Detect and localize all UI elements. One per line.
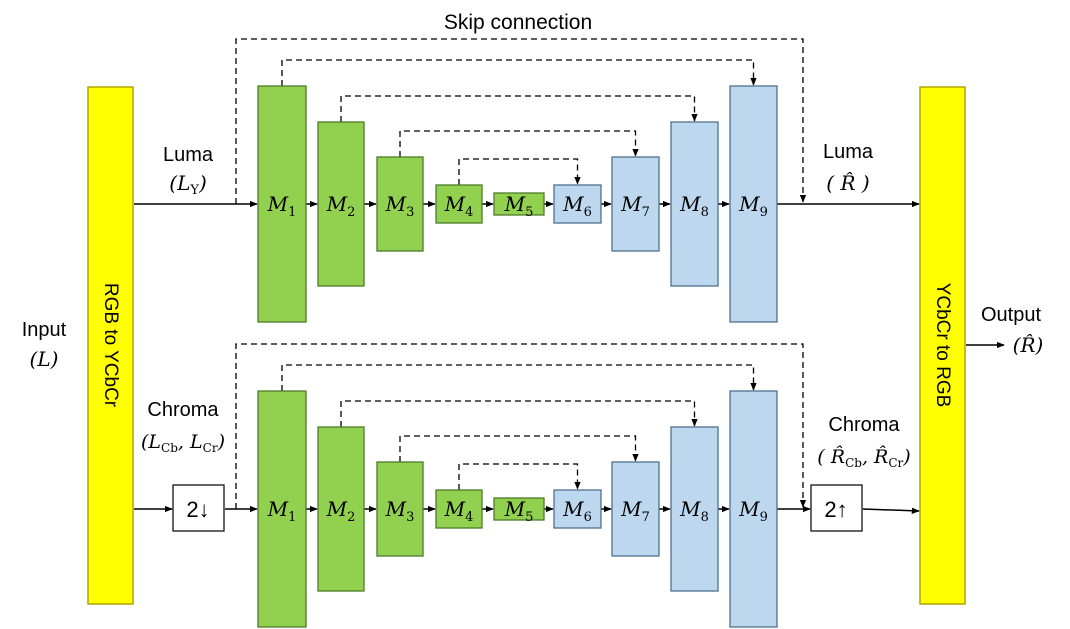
chroma-module-2 (317, 426, 365, 592)
chroma-out-label: Chroma (828, 414, 900, 436)
ycbcr-to-rgb-block (919, 86, 966, 605)
output-symbol: (R̂) (1013, 333, 1044, 357)
luma-branch: M1 M2 M3 M4 M5 M6 M7 M8 M9 (257, 85, 778, 323)
chroma-skip-2 (340, 400, 698, 427)
luma-module-7 (611, 156, 660, 252)
upsample-label: 2↑ (824, 497, 847, 522)
ycbcr-to-rgb-label: YCbCr to RGB (932, 283, 953, 408)
chroma-module-3-label: M3 (385, 497, 415, 525)
luma-module-8-label: M8 (679, 192, 709, 220)
luma-out-symbol: ( R̂ ) (826, 171, 869, 195)
luma-skip-outer (235, 38, 807, 204)
luma-skip-3 (399, 130, 639, 157)
input-symbol: (L) (30, 347, 59, 371)
input-label: Input (22, 319, 67, 341)
luma-module-6 (553, 184, 602, 224)
luma-module-6-label: M6 (562, 192, 592, 220)
skip-connections (235, 38, 807, 509)
luma-in-symbol: (LY) (169, 171, 207, 198)
chroma-module-8-label: M8 (679, 497, 709, 525)
chroma-module-6-label: M6 (562, 497, 592, 525)
luma-module-5-label: M5 (504, 192, 534, 220)
luma-module-3-label: M3 (385, 192, 415, 220)
chroma-skip-outer (235, 343, 807, 509)
downsample-label: 2↓ (186, 497, 209, 522)
luma-module-3 (376, 156, 424, 252)
chroma-out-symbol: ( R̂Cb, R̂Cr) (817, 446, 910, 470)
chroma-module-7-label: M7 (620, 497, 650, 525)
upsample-box (810, 484, 863, 532)
chroma-skip-1 (281, 364, 757, 391)
chroma-module-6 (553, 489, 602, 529)
luma-module-2 (317, 121, 365, 287)
luma-in-label: Luma (163, 144, 214, 166)
chroma-module-3 (376, 461, 424, 557)
chroma-skip-3 (399, 435, 639, 462)
upsample-to-converter-arrow (862, 507, 920, 514)
chroma-branch: M1 M2 M3 M4 M5 M6 M7 M8 M9 (257, 390, 778, 628)
luma-module-7-label: M7 (620, 192, 650, 220)
luma-module-4-label: M4 (444, 192, 474, 220)
luma-module-4 (435, 184, 483, 224)
rgb-to-ycbcr-label: RGB to YCbCr (100, 283, 121, 408)
luma-skip-1 (281, 59, 757, 86)
chroma-module-4 (435, 489, 483, 529)
luma-module-1-label: M1 (267, 192, 297, 220)
output-label: Output (981, 304, 1041, 326)
chroma-module-5 (493, 497, 545, 521)
chroma-module-1 (257, 390, 307, 628)
luma-module-2-label: M2 (326, 192, 356, 220)
chroma-module-5-label: M5 (504, 497, 534, 525)
luma-skip-2 (340, 95, 698, 122)
skip-connection-label: Skip connection (444, 11, 592, 34)
luma-module-1 (257, 85, 307, 323)
luma-module-8 (670, 121, 719, 287)
chroma-module-9 (729, 390, 778, 628)
chroma-module-9-label: M9 (738, 497, 768, 525)
chroma-module-7 (611, 461, 660, 557)
chroma-in-symbol: (LCb, LCr) (141, 431, 225, 455)
downsample-box (172, 484, 225, 532)
luma-out-label: Luma (823, 141, 874, 163)
chroma-skip-4 (458, 463, 581, 490)
chroma-in-label: Chroma (147, 399, 219, 421)
chroma-module-8 (670, 426, 719, 592)
chroma-module-1-label: M1 (267, 497, 297, 525)
luma-module-5 (493, 192, 545, 216)
luma-skip-4 (458, 158, 581, 185)
chroma-module-4-label: M4 (444, 497, 474, 525)
chroma-module-2-label: M2 (326, 497, 356, 525)
flow-lines (134, 200, 920, 514)
rgb-to-ycbcr-block (87, 86, 134, 605)
luma-module-9 (729, 85, 778, 323)
luma-module-9-label: M9 (738, 192, 768, 220)
